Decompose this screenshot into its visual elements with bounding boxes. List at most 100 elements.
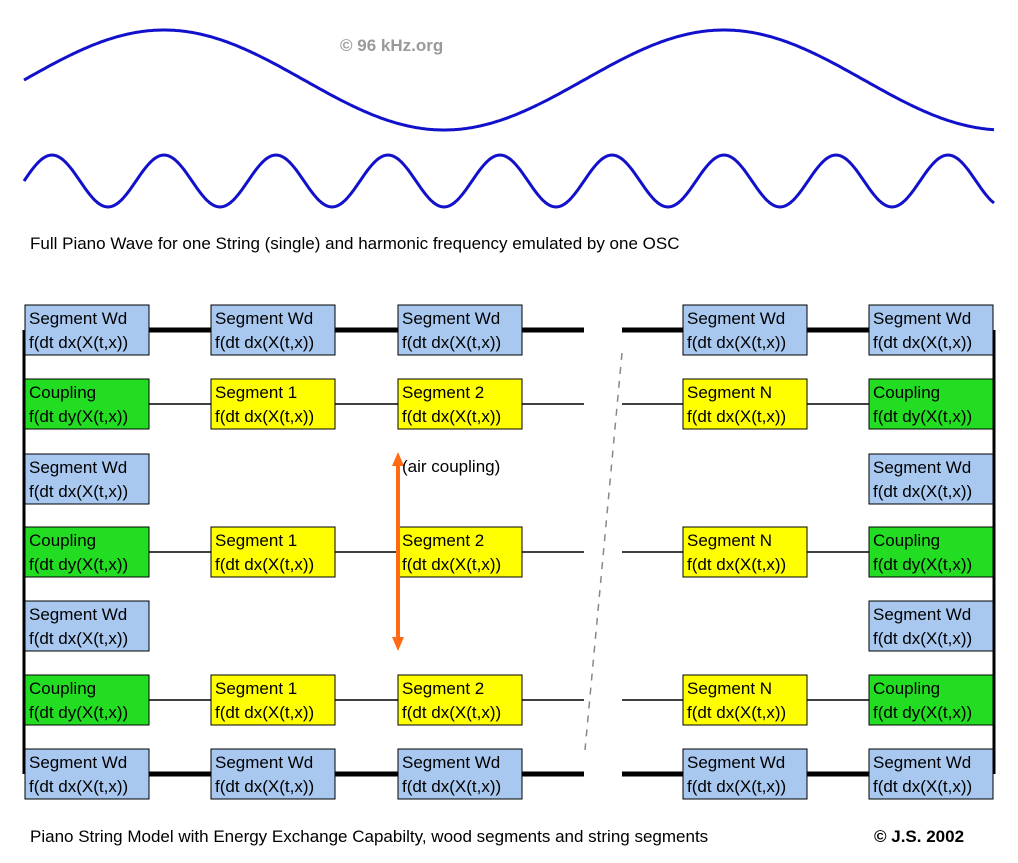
box-background [24,453,150,505]
box-title: Segment Wd [215,309,313,328]
box-wood-r6-c0: Segment Wd f(dt dx(X(t,x)) [24,748,150,800]
box-formula: f(dt dx(X(t,x)) [402,555,501,574]
box-formula: f(dt dx(X(t,x)) [29,629,128,648]
box-title: Coupling [873,383,940,402]
box-background [868,526,994,578]
box-title: Segment 2 [402,531,484,550]
fundamental-wave [23,28,995,132]
box-background [397,378,523,430]
box-segN-r1-c3: Segment N f(dt dx(X(t,x)) [682,378,808,430]
box-formula: f(dt dx(X(t,x)) [215,407,314,426]
box-title: Segment 1 [215,679,297,698]
box-background [397,748,523,800]
box-seg1-r3-c1: Segment 1 f(dt dx(X(t,x)) [210,526,336,578]
box-background [682,674,808,726]
box-formula: f(dt dx(X(t,x)) [215,555,314,574]
box-title: Segment N [687,679,772,698]
box-seg1-r5-c1: Segment 1 f(dt dx(X(t,x)) [210,674,336,726]
box-formula: f(dt dx(X(t,x)) [873,777,972,796]
box-formula: f(dt dy(X(t,x)) [873,407,972,426]
box-background [868,453,994,505]
box-formula: f(dt dx(X(t,x)) [402,703,501,722]
bottom-caption: Piano String Model with Energy Exchange … [30,827,708,846]
box-formula: f(dt dx(X(t,x)) [215,777,314,796]
box-title: Segment N [687,531,772,550]
box-title: Segment Wd [29,309,127,328]
box-background [24,378,150,430]
box-background [210,674,336,726]
box-formula: f(dt dx(X(t,x)) [402,407,501,426]
box-formula: f(dt dx(X(t,x)) [29,777,128,796]
box-title: Segment 2 [402,383,484,402]
box-title: Segment Wd [402,753,500,772]
connection-lines [22,327,996,777]
box-background [24,526,150,578]
copyright-text: © J.S. 2002 [874,827,964,846]
box-title: Segment Wd [402,309,500,328]
box-background [682,526,808,578]
box-seg2-r5-c2: Segment 2 f(dt dx(X(t,x)) [397,674,523,726]
box-wood-r4-c4: Segment Wd f(dt dx(X(t,x)) [868,600,994,652]
box-background [24,674,150,726]
box-formula: f(dt dx(X(t,x)) [402,333,501,352]
box-formula: f(dt dx(X(t,x)) [687,333,786,352]
box-formula: f(dt dx(X(t,x)) [873,482,972,501]
harmonic-wave [22,153,995,209]
box-wood-r6-c3: Segment Wdf(dt dx(X(t,x)) [682,748,808,800]
arrow-head-down [392,637,404,651]
box-title: Segment Wd [29,753,127,772]
box-wood-r0-c0: Segment Wd f(dt dx(X(t,x)) [24,304,150,356]
break-dashed-line [584,352,623,751]
box-seg2-r3-c2: Segment 2 f(dt dx(X(t,x)) [397,526,523,578]
box-wood-r0-c1: Segment Wdf(dt dx(X(t,x)) [210,304,336,356]
box-title: Segment N [687,383,772,402]
box-seg2-r1-c2: Segment 2 f(dt dx(X(t,x)) [397,378,523,430]
air-coupling-arrow [392,452,404,651]
arrow-head-up [392,452,404,466]
box-title: Coupling [873,679,940,698]
box-title: Segment Wd [873,309,971,328]
air-coupling-label: (air coupling) [402,457,500,476]
box-background [24,600,150,652]
box-segN-r3-c3: Segment Nf(dt dx(X(t,x)) [682,526,808,578]
box-wood-r2-c4: Segment Wd f(dt dx(X(t,x)) [868,453,994,505]
box-background [868,378,994,430]
box-background [682,304,808,356]
box-formula: f(dt dx(X(t,x)) [873,333,972,352]
box-formula: f(dt dy(X(t,x)) [873,555,972,574]
box-formula: f(dt dx(X(t,x)) [873,629,972,648]
box-title: Segment Wd [687,309,785,328]
box-background [397,674,523,726]
box-title: Segment Wd [29,605,127,624]
box-title: Segment Wd [687,753,785,772]
wave-group [22,28,995,209]
box-formula: f(dt dx(X(t,x)) [402,777,501,796]
box-background [24,304,150,356]
box-wood-r0-c2: Segment Wd f(dt dx(X(t,x)) [397,304,523,356]
box-formula: f(dt dy(X(t,x)) [29,407,128,426]
box-background [868,304,994,356]
box-formula: f(dt dx(X(t,x)) [687,407,786,426]
box-background [210,378,336,430]
box-formula: f(dt dx(X(t,x)) [215,703,314,722]
box-formula: f(dt dx(X(t,x)) [29,482,128,501]
box-background [868,748,994,800]
box-background [210,304,336,356]
box-wood-r6-c4: Segment Wdf(dt dx(X(t,x)) [868,748,994,800]
box-wood-r0-c4: Segment Wd f(dt dx(X(t,x)) [868,304,994,356]
box-title: Segment Wd [873,605,971,624]
box-background [682,748,808,800]
box-formula: f(dt dx(X(t,x)) [29,333,128,352]
box-title: Segment Wd [873,458,971,477]
box-formula: f(dt dy(X(t,x)) [29,703,128,722]
box-title: Segment 2 [402,679,484,698]
box-seg1-r1-c1: Segment 1f(dt dx(X(t,x)) [210,378,336,430]
box-background [210,526,336,578]
box-title: Segment 1 [215,531,297,550]
box-wood-r2-c0: Segment Wdf(dt dx(X(t,x)) [24,453,150,505]
